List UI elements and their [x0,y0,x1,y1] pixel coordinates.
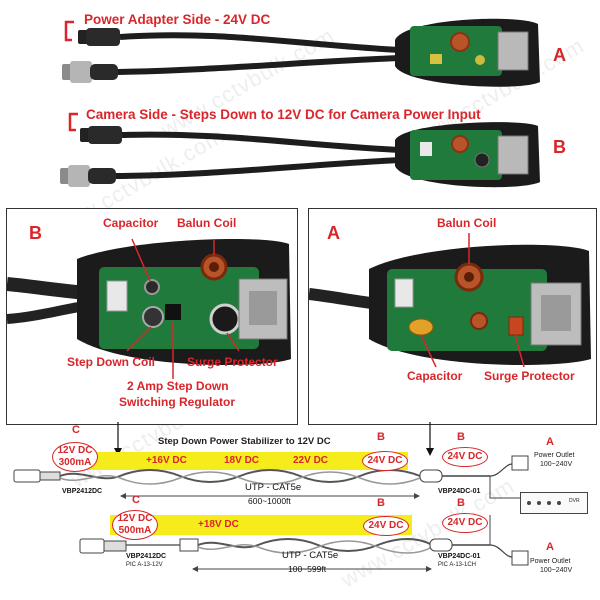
row2-right-model: VBP24DC-01 [438,553,481,560]
diagram-title: Step Down Power Stabilizer to 12V DC [158,436,331,447]
row2-cable-label: UTP - CAT5e [282,550,339,561]
row1-camera-voltage: 12V DC [57,445,93,456]
row1-volt-16: +16V DC [146,455,187,466]
row1-cable-label: UTP - CAT5e [245,482,302,493]
panel-b-regulator-label-line2: Switching Regulator [119,395,236,409]
panel-a-capacitor-label: Capacitor [407,369,463,383]
balun-unit-b-photo [60,122,540,188]
row1-volt-18: 18V DC [224,455,260,466]
panel-a-surge-protector-label: Surge Protector [484,369,575,383]
row1-camera-current: 300mA [58,457,92,468]
row2-left-model: VBP2412DC [126,553,167,560]
row2-letter-c: C [132,494,140,506]
row2-bar-end-oval: 24V DC [363,516,409,536]
top-product-illustration [60,18,540,188]
row2-camera-current: 500mA [118,525,152,536]
panel-b-surge-protector-label: Surge Protector [187,355,278,369]
panel-b-balun-coil-label: Balun Coil [177,216,237,230]
row1-letter-c: C [72,424,80,436]
row1-volt-22: 22V DC [293,455,329,466]
row1-left-model: VBP2412DC [62,488,103,495]
row2-right-oval: 24V DC [442,513,488,533]
dvr-label: DVR [569,498,580,504]
voltage-bar-row2 [110,515,412,535]
row1-letter-b-bar: B [377,431,385,443]
unit-a-letter: A [553,45,566,65]
row1-letter-a: A [546,436,554,448]
row2-letter-b-bar: B [377,497,385,509]
row1-outlet-line1: Power Outlet [534,452,575,459]
row2-letter-b-right: B [457,497,465,509]
row2-cable-illustration [79,515,529,572]
row1-camera-oval: 12V DC 300mA [52,442,98,472]
row2-outlet-line1: Power Outlet [530,558,571,565]
panel-b-closeup: B Capacitor Balun Coil Step Down Coil Su… [6,208,298,425]
row2-left-pic: PIC A-13-12V [126,562,163,568]
row1-cable-illustration [13,455,529,499]
voltage-bar-row1 [64,452,408,470]
camera-side-label: Camera Side - Steps Down to 12V DC for C… [86,107,481,122]
row2-volt-18: +18V DC [198,519,239,530]
panel-b-regulator-label-line1: 2 Amp Step Down [127,379,229,393]
panel-a-letter: A [327,223,340,243]
panel-b-capacitor-label: Capacitor [103,216,159,230]
panel-a-balun-coil-label: Balun Coil [437,216,497,230]
panel-a-closeup: A Balun Coil Capacitor Surge Protector [308,208,597,425]
panel-b-pcb-illustration [7,238,291,379]
row2-camera-voltage: 12V DC [117,513,153,524]
unit-b-letter: B [553,137,566,157]
row2-letter-a: A [546,541,554,553]
row2-distance-label: 100~599ft [288,564,327,574]
row1-right-model: VBP24DC-01 [438,488,481,495]
balun-unit-a-photo [62,18,540,87]
row1-outlet-line2: 100~240V [540,461,573,468]
panel-b-step-down-coil-label: Step Down Coil [67,355,155,369]
row2-outlet-line2: 100~240V [540,567,573,574]
row1-letter-b-right: B [457,431,465,443]
row1-right-oval: 24V DC [442,447,488,467]
dvr-ports-illustration [527,501,561,505]
panel-a-pcb-illustration [309,233,591,368]
row2-camera-oval: 12V DC 500mA [112,510,158,540]
dvr-box: DVR [520,492,588,514]
power-adapter-side-label: Power Adapter Side - 24V DC [84,12,271,27]
row2-right-pic: PIC A-13-1CH [438,562,477,568]
panel-b-letter: B [29,223,42,243]
row1-bar-end-oval: 24V DC [362,451,408,471]
row1-distance-label: 600~1000ft [248,496,291,506]
